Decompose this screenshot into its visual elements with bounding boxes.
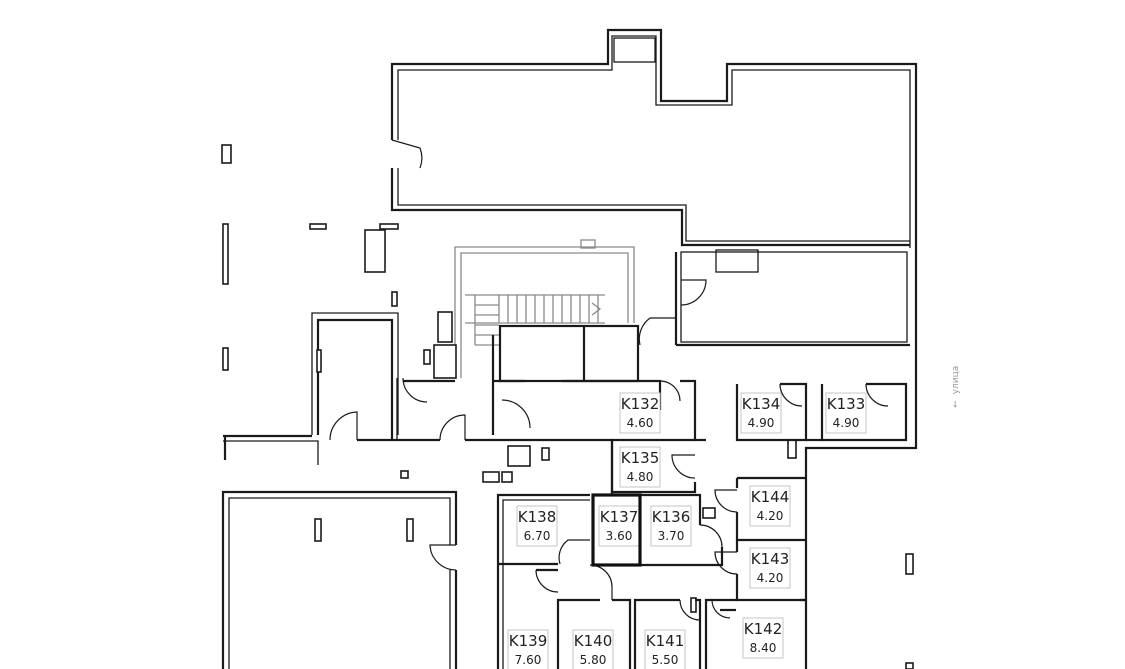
unit-k133[interactable]: K133 4.90 bbox=[823, 386, 905, 439]
selected-unit-highlight bbox=[591, 493, 642, 567]
unit-code: K143 bbox=[751, 550, 789, 568]
unit-code: K144 bbox=[751, 488, 789, 506]
unit-area: 4.90 bbox=[833, 416, 860, 430]
storage-unit-walls bbox=[496, 379, 908, 669]
unit-area: 4.20 bbox=[757, 571, 784, 585]
unit-area: 4.60 bbox=[627, 416, 654, 430]
unit-k132[interactable]: K132 4.60 bbox=[614, 383, 694, 438]
unit-code: K135 bbox=[621, 449, 659, 467]
unit-k136[interactable]: K136 3.70 bbox=[642, 497, 720, 563]
unit-code: K137 bbox=[600, 508, 638, 526]
street-label: улица bbox=[951, 366, 961, 395]
street-arrow-icon: ← bbox=[951, 400, 961, 408]
street-indicator: улица ← bbox=[951, 366, 961, 408]
unit-area: 4.90 bbox=[748, 416, 775, 430]
unit-k143[interactable]: K143 4.20 bbox=[739, 542, 805, 599]
unit-code: K141 bbox=[646, 632, 684, 650]
unit-k141[interactable]: K141 5.50 bbox=[637, 602, 699, 669]
unit-k140[interactable]: K140 5.80 bbox=[560, 602, 629, 669]
unit-k144[interactable]: K144 4.20 bbox=[739, 480, 805, 538]
lower-left-hall bbox=[221, 490, 458, 669]
unit-area: 3.60 bbox=[606, 529, 633, 543]
unit-area: 5.50 bbox=[652, 653, 679, 667]
unit-area: 6.70 bbox=[524, 529, 551, 543]
unit-code: K136 bbox=[652, 508, 690, 526]
structural-columns bbox=[221, 144, 914, 669]
upper-hall-walls bbox=[390, 28, 918, 669]
unit-code: K138 bbox=[518, 508, 556, 526]
unit-code: K134 bbox=[742, 395, 780, 413]
unit-area: 4.80 bbox=[627, 470, 654, 484]
right-block-walls bbox=[638, 249, 910, 347]
unit-code: K139 bbox=[509, 632, 547, 650]
unit-k137[interactable]: K137 3.60 bbox=[591, 493, 642, 567]
left-corridor-walls bbox=[223, 312, 614, 495]
unit-area: 8.40 bbox=[750, 641, 777, 655]
unit-k134[interactable]: K134 4.90 bbox=[738, 386, 805, 439]
unit-code: K132 bbox=[621, 395, 659, 413]
unit-area: 3.70 bbox=[658, 529, 685, 543]
unit-k142[interactable]: K142 8.40 bbox=[708, 602, 805, 669]
unit-k138[interactable]: K138 6.70 bbox=[505, 502, 590, 562]
unit-area: 4.20 bbox=[757, 509, 784, 523]
unit-code: K133 bbox=[827, 395, 865, 413]
unit-k139[interactable]: K139 7.60 bbox=[505, 566, 557, 669]
unit-area: 7.60 bbox=[515, 653, 542, 667]
unit-code: K140 bbox=[574, 632, 612, 650]
unit-code: K142 bbox=[744, 620, 782, 638]
unit-k135[interactable]: K135 4.80 bbox=[614, 442, 694, 491]
stair-core bbox=[454, 239, 640, 435]
unit-area: 5.80 bbox=[580, 653, 607, 667]
